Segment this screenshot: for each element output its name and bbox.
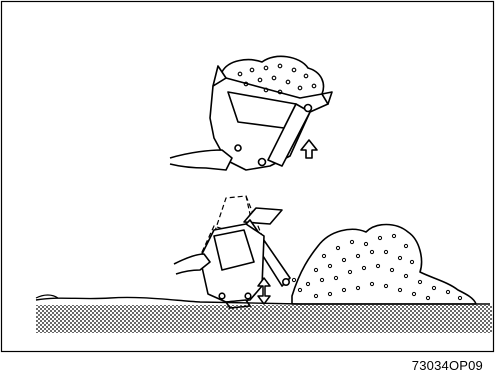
figure-reference-code: 73034OP09 — [412, 358, 483, 373]
digging-bucket — [174, 208, 290, 308]
soil-pile — [292, 225, 476, 305]
operator-hand — [170, 150, 232, 170]
up-arrow-icon — [301, 140, 317, 158]
ground-band — [36, 305, 492, 333]
